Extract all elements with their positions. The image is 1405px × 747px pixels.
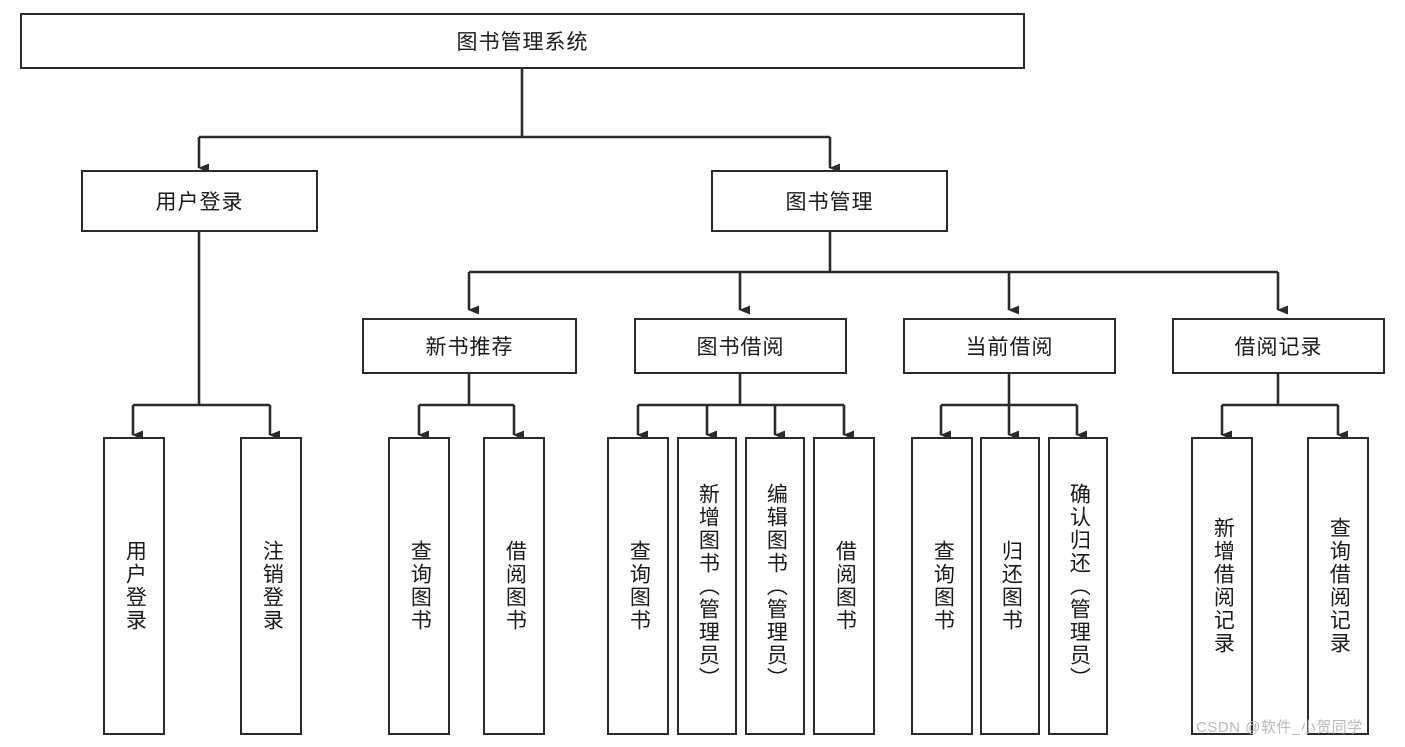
leaf-user-login-login[interactable]: 用户登录 xyxy=(103,437,165,735)
node-user-login-label: 用户登录 xyxy=(155,191,244,214)
leaf-label: 归还图书 xyxy=(999,540,1023,632)
node-new-book-recommend-label: 新书推荐 xyxy=(425,336,514,359)
node-root-label: 图书管理系统 xyxy=(456,31,589,54)
node-user-login[interactable]: 用户登录 xyxy=(81,170,318,232)
node-new-book-recommend[interactable]: 新书推荐 xyxy=(362,318,577,374)
leaf-label: 新增图书（管理员） xyxy=(696,482,720,690)
node-book-management[interactable]: 图书管理 xyxy=(711,170,948,232)
leaf-label: 查询图书 xyxy=(627,540,651,632)
watermark: CSDN @软件_小贺同学 xyxy=(1196,716,1363,737)
node-book-borrow[interactable]: 图书借阅 xyxy=(634,318,847,374)
leaf-new-book-borrow[interactable]: 借阅图书 xyxy=(483,437,545,735)
watermark-text: CSDN @软件_小贺同学 xyxy=(1196,719,1363,736)
leaf-label: 用户登录 xyxy=(123,540,147,632)
leaf-label: 新增借阅记录 xyxy=(1211,517,1235,655)
leaf-record-query[interactable]: 查询借阅记录 xyxy=(1307,437,1369,735)
leaf-borrow-borrow-book[interactable]: 借阅图书 xyxy=(813,437,875,735)
node-current-borrow-label: 当前借阅 xyxy=(965,336,1054,359)
leaf-user-login-logout[interactable]: 注销登录 xyxy=(240,437,302,735)
leaf-current-return-book[interactable]: 归还图书 xyxy=(980,437,1040,735)
leaf-borrow-edit-book[interactable]: 编辑图书（管理员） xyxy=(745,437,805,735)
leaf-label: 查询图书 xyxy=(931,540,955,632)
node-borrow-record[interactable]: 借阅记录 xyxy=(1172,318,1385,374)
leaf-borrow-query-book[interactable]: 查询图书 xyxy=(607,437,669,735)
leaf-new-book-query[interactable]: 查询图书 xyxy=(388,437,450,735)
node-root[interactable]: 图书管理系统 xyxy=(20,13,1025,69)
node-borrow-record-label: 借阅记录 xyxy=(1234,336,1323,359)
leaf-label: 查询借阅记录 xyxy=(1327,517,1351,655)
leaf-label: 编辑图书（管理员） xyxy=(764,482,788,690)
leaf-record-add[interactable]: 新增借阅记录 xyxy=(1191,437,1253,735)
leaf-label: 注销登录 xyxy=(260,540,284,632)
leaf-current-query-book[interactable]: 查询图书 xyxy=(911,437,973,735)
leaf-label: 查询图书 xyxy=(408,540,432,632)
node-book-management-label: 图书管理 xyxy=(785,191,874,214)
node-book-borrow-label: 图书借阅 xyxy=(696,336,785,359)
leaf-current-confirm-return[interactable]: 确认归还（管理员） xyxy=(1048,437,1108,735)
leaf-label: 确认归还（管理员） xyxy=(1067,482,1091,690)
leaf-label: 借阅图书 xyxy=(503,540,527,632)
node-current-borrow[interactable]: 当前借阅 xyxy=(903,318,1116,374)
leaf-borrow-add-book[interactable]: 新增图书（管理员） xyxy=(677,437,737,735)
leaf-label: 借阅图书 xyxy=(833,540,857,632)
